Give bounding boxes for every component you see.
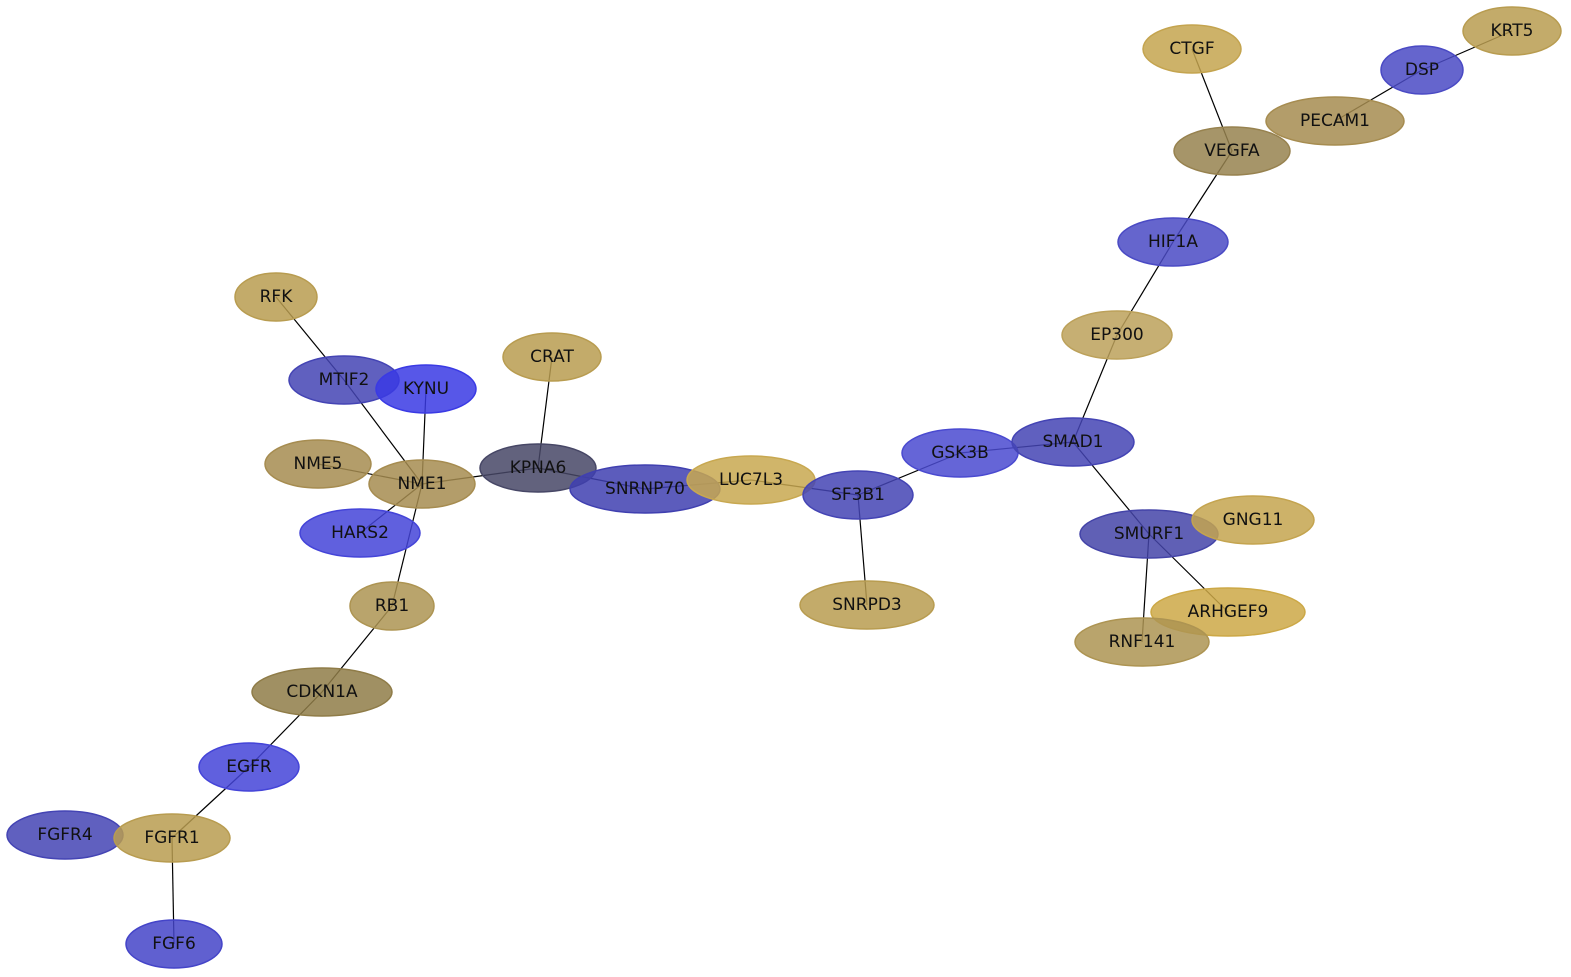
node-ellipse — [198, 742, 300, 792]
node-hars2[interactable]: HARS2 — [299, 508, 421, 558]
node-label: GNG11 — [1223, 510, 1284, 530]
node-ellipse — [479, 443, 597, 493]
node-label: SNRNP70 — [605, 479, 685, 499]
node-ctgf[interactable]: CTGF — [1142, 24, 1242, 74]
node-ellipse — [799, 580, 935, 630]
node-label: SNRPD3 — [832, 595, 901, 615]
node-ellipse — [1061, 310, 1173, 360]
node-ellipse — [113, 813, 231, 863]
node-kynu[interactable]: KYNU — [375, 364, 477, 414]
node-ellipse — [1150, 587, 1306, 637]
node-hif1a[interactable]: HIF1A — [1117, 217, 1229, 267]
node-sf3b1[interactable]: SF3B1 — [802, 470, 914, 520]
node-label: RNF141 — [1109, 632, 1176, 652]
node-rfk[interactable]: RFK — [234, 272, 318, 322]
node-fgf6[interactable]: FGF6 — [125, 919, 223, 969]
node-cdkn1a[interactable]: CDKN1A — [251, 667, 393, 717]
node-label: KPNA6 — [510, 458, 567, 478]
node-label: KYNU — [403, 379, 449, 399]
node-label: MTIF2 — [319, 370, 370, 390]
node-ellipse — [502, 332, 602, 382]
node-nme1[interactable]: NME1 — [368, 459, 476, 509]
node-ellipse — [1074, 617, 1210, 667]
node-egfr[interactable]: EGFR — [198, 742, 300, 792]
node-label: KRT5 — [1491, 21, 1534, 41]
node-snrpd3[interactable]: SNRPD3 — [799, 580, 935, 630]
node-ellipse — [1265, 96, 1405, 146]
node-ellipse — [1117, 217, 1229, 267]
node-ellipse — [1173, 126, 1291, 176]
node-label: EP300 — [1090, 325, 1143, 345]
node-crat[interactable]: CRAT — [502, 332, 602, 382]
node-ellipse — [368, 459, 476, 509]
node-label: DSP — [1405, 60, 1439, 80]
node-label: NME5 — [294, 454, 343, 474]
node-label: PECAM1 — [1300, 111, 1370, 131]
node-label: CDKN1A — [286, 682, 358, 702]
node-ellipse — [1142, 24, 1242, 74]
node-ellipse — [349, 581, 435, 631]
node-label: CTGF — [1169, 39, 1214, 59]
node-label: RFK — [260, 287, 294, 307]
node-label: FGFR4 — [37, 825, 92, 845]
node-gng11[interactable]: GNG11 — [1191, 495, 1315, 545]
node-label: ARHGEF9 — [1188, 602, 1269, 622]
node-label: RB1 — [375, 596, 409, 616]
node-label: SF3B1 — [831, 485, 885, 505]
node-ellipse — [234, 272, 318, 322]
node-rnf141[interactable]: RNF141 — [1074, 617, 1210, 667]
node-label: GSK3B — [931, 443, 989, 463]
node-vegfa[interactable]: VEGFA — [1173, 126, 1291, 176]
node-label: SMURF1 — [1114, 524, 1184, 544]
node-arhgef9[interactable]: ARHGEF9 — [1150, 587, 1306, 637]
node-luc7l3[interactable]: LUC7L3 — [686, 455, 816, 505]
node-gsk3b[interactable]: GSK3B — [901, 428, 1019, 478]
node-label: VEGFA — [1204, 141, 1260, 161]
node-fgfr1[interactable]: FGFR1 — [113, 813, 231, 863]
node-label: FGF6 — [152, 934, 196, 954]
node-dsp[interactable]: DSP — [1380, 45, 1464, 95]
node-ellipse — [264, 439, 372, 489]
node-fgfr4[interactable]: FGFR4 — [6, 810, 124, 860]
node-rb1[interactable]: RB1 — [349, 581, 435, 631]
node-krt5[interactable]: KRT5 — [1462, 6, 1562, 56]
node-ellipse — [802, 470, 914, 520]
node-nme5[interactable]: NME5 — [264, 439, 372, 489]
node-ellipse — [1462, 6, 1562, 56]
node-label: CRAT — [530, 347, 574, 367]
node-label: NME1 — [398, 474, 447, 494]
node-ellipse — [1380, 45, 1464, 95]
node-ep300[interactable]: EP300 — [1061, 310, 1173, 360]
node-pecam1[interactable]: PECAM1 — [1265, 96, 1405, 146]
node-ellipse — [125, 919, 223, 969]
node-label: HARS2 — [331, 523, 389, 543]
node-ellipse — [299, 508, 421, 558]
node-ellipse — [1011, 417, 1135, 467]
node-label: SMAD1 — [1043, 432, 1104, 452]
node-label: FGFR1 — [144, 828, 199, 848]
node-smad1[interactable]: SMAD1 — [1011, 417, 1135, 467]
node-kpna6[interactable]: KPNA6 — [479, 443, 597, 493]
node-label: LUC7L3 — [719, 470, 783, 490]
node-label: HIF1A — [1148, 232, 1198, 252]
node-ellipse — [1191, 495, 1315, 545]
node-label: EGFR — [226, 757, 272, 777]
node-ellipse — [375, 364, 477, 414]
node-smurf1[interactable]: SMURF1 — [1079, 509, 1219, 559]
node-ellipse — [251, 667, 393, 717]
